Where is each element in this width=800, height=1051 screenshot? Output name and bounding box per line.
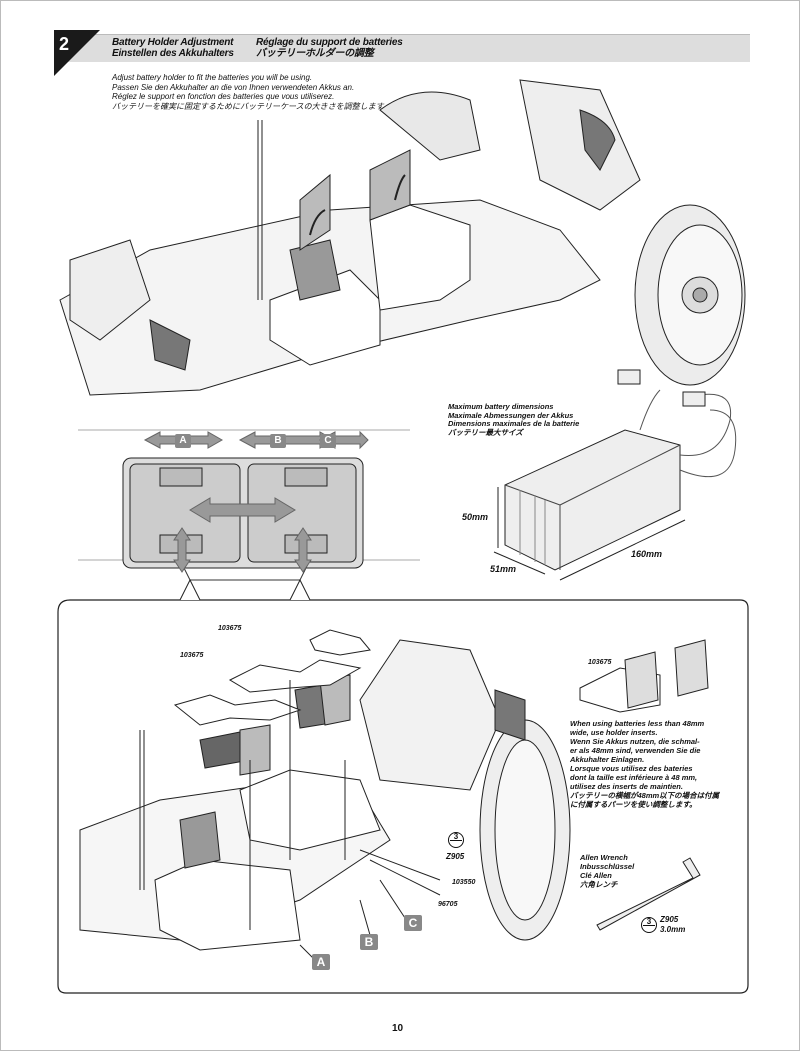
allen-wrench-names: Allen Wrench Inbusschlüssel Clé Allen 六角…	[580, 853, 634, 889]
tool-circle: 3	[641, 917, 657, 933]
adjust-arrows	[143, 430, 369, 573]
allen-wrench	[596, 857, 701, 931]
note-line: Lorsque vous utilisez des bateries	[570, 764, 693, 773]
label-a: A	[312, 954, 330, 970]
note-line: utilisez des inserts de maintien.	[570, 782, 683, 791]
note-line: When using batteries less than 48mm	[570, 719, 705, 728]
holder-inserts	[579, 639, 709, 713]
instructions: Adjust battery holder to fit the batteri…	[112, 73, 391, 111]
battery-dim-de: Maximale Abmessungen der Akkus	[448, 410, 574, 420]
title-de: Einstellen des Akkuhalters	[112, 48, 234, 59]
part-103675-a: 103675	[218, 625, 242, 632]
dim-height: 50mm	[462, 512, 489, 522]
inserts-note: When using batteries less than 48mm wide…	[570, 719, 740, 809]
title-en: Battery Holder Adjustment	[112, 37, 234, 48]
part-103675-c: 103675	[588, 659, 612, 666]
instruction-en: Adjust battery holder to fit the batteri…	[112, 73, 313, 82]
tool-name-en: Allen Wrench	[580, 853, 628, 862]
battery-dim-heading: Maximum battery dimensions Maximale Abme…	[448, 402, 580, 437]
tool-circle-small: 3	[448, 832, 464, 848]
note-line: Akkuhalter Einlagen.	[570, 755, 645, 764]
label-c: C	[404, 915, 422, 931]
note-line: wide, use holder inserts.	[570, 728, 658, 737]
note-line: Wenn Sie Akkus nutzen, die schmal-	[570, 737, 700, 746]
step-number: 2	[59, 34, 70, 54]
instruction-fr: Réglez le support en fonction des batter…	[112, 92, 335, 101]
page-number: 10	[392, 1023, 404, 1034]
title-jp: バッテリーホルダーの調整	[256, 48, 374, 59]
chassis-illustration	[59, 79, 746, 396]
instruction-jp: バッテリーを確実に固定するためにバッテリーケースの大きさを調整します。	[112, 101, 391, 111]
instruction-de: Passen Sie den Akkuhalter an die von Ihn…	[112, 82, 355, 92]
tool-code-small: Z905	[446, 852, 465, 861]
note-line: er als 48mm sind, verwenden Sie die	[570, 746, 701, 755]
step-header-bar	[56, 34, 750, 62]
battery-dim-fr: Dimensions maximales de la batterie	[448, 419, 580, 428]
tool-name-de: Inbusschlüssel	[580, 862, 635, 871]
tool-code: Z905	[660, 915, 679, 924]
dim-width: 51mm	[490, 564, 517, 574]
title-fr: Réglage du support de batteries	[256, 37, 403, 48]
label-c-top: C	[320, 434, 336, 448]
note-line: バッテリーの横幅が48mm以下の場合は付属	[570, 791, 720, 800]
tool-name-jp: 六角レンチ	[580, 880, 618, 889]
note-line: dont la taille est inférieure à 48 mm,	[570, 773, 698, 782]
tool-name-fr: Clé Allen	[580, 871, 612, 880]
part-103675-b: 103675	[180, 652, 204, 659]
battery-dim-en: Maximum battery dimensions	[448, 402, 554, 411]
dim-length: 160mm	[631, 549, 663, 559]
step-badge	[54, 30, 100, 76]
battery-dim-jp: バッテリー最大サイズ	[448, 427, 523, 437]
note-line: に付属するパーツを使い調整します。	[570, 800, 697, 809]
label-a-top: A	[175, 434, 191, 448]
exploded-illustration	[79, 629, 571, 961]
part-96705: 96705	[438, 901, 458, 908]
battery-dimensions	[493, 369, 737, 581]
tool-size: 3.0mm	[660, 925, 686, 934]
label-b: B	[360, 934, 378, 950]
part-103550: 103550	[452, 879, 476, 886]
label-b-top: B	[270, 434, 286, 448]
